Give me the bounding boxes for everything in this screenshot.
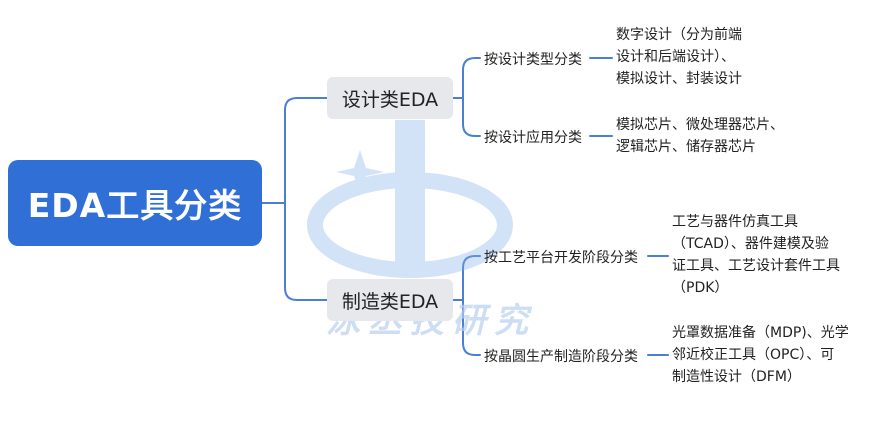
- leaf-design-types: 数字设计（分为前端 设计和后端设计）、 模拟设计、封装设计: [616, 24, 742, 90]
- category-by-design-application: 按设计应用分类: [484, 130, 582, 146]
- leaf-line: 逻辑芯片、储存器芯片: [616, 139, 756, 155]
- leaf-line: 制造性设计（DFM）: [672, 369, 801, 385]
- leaf-manufacturing-tools: 光罩数据准备（MDP)、光学 邻近校正工具（OPC）、可 制造性设计（DFM）: [672, 322, 849, 388]
- branch-manufacturing-eda: 制造类EDA: [327, 279, 453, 321]
- leaf-line: 模拟设计、封装设计: [616, 71, 742, 87]
- leaf-design-applications: 模拟芯片、微处理器芯片、 逻辑芯片、储存器芯片: [616, 114, 784, 158]
- leaf-line: （TCAD）、器件建模及验: [672, 236, 829, 252]
- category-by-process-platform: 按工艺平台开发阶段分类: [484, 250, 638, 266]
- category-by-wafer-manufacturing: 按晶圆生产制造阶段分类: [484, 349, 638, 365]
- leaf-line: 光罩数据准备（MDP)、光学: [672, 325, 849, 341]
- root-node: EDA工具分类: [8, 160, 262, 246]
- leaf-line: 设计和后端设计）、: [616, 49, 735, 65]
- branch-design-eda: 设计类EDA: [327, 77, 453, 119]
- leaf-line: （PDK）: [672, 280, 729, 296]
- leaf-line: 数字设计（分为前端: [616, 27, 742, 43]
- leaf-line: 证工具、工艺设计套件工具: [672, 258, 840, 274]
- leaf-process-tools: 工艺与器件仿真工具 （TCAD）、器件建模及验 证工具、工艺设计套件工具 （PD…: [672, 211, 840, 299]
- category-by-design-type: 按设计类型分类: [484, 52, 582, 68]
- leaf-line: 模拟芯片、微处理器芯片、: [616, 117, 784, 133]
- leaf-line: 邻近校正工具（OPC）、可: [672, 347, 835, 363]
- leaf-line: 工艺与器件仿真工具: [672, 214, 798, 230]
